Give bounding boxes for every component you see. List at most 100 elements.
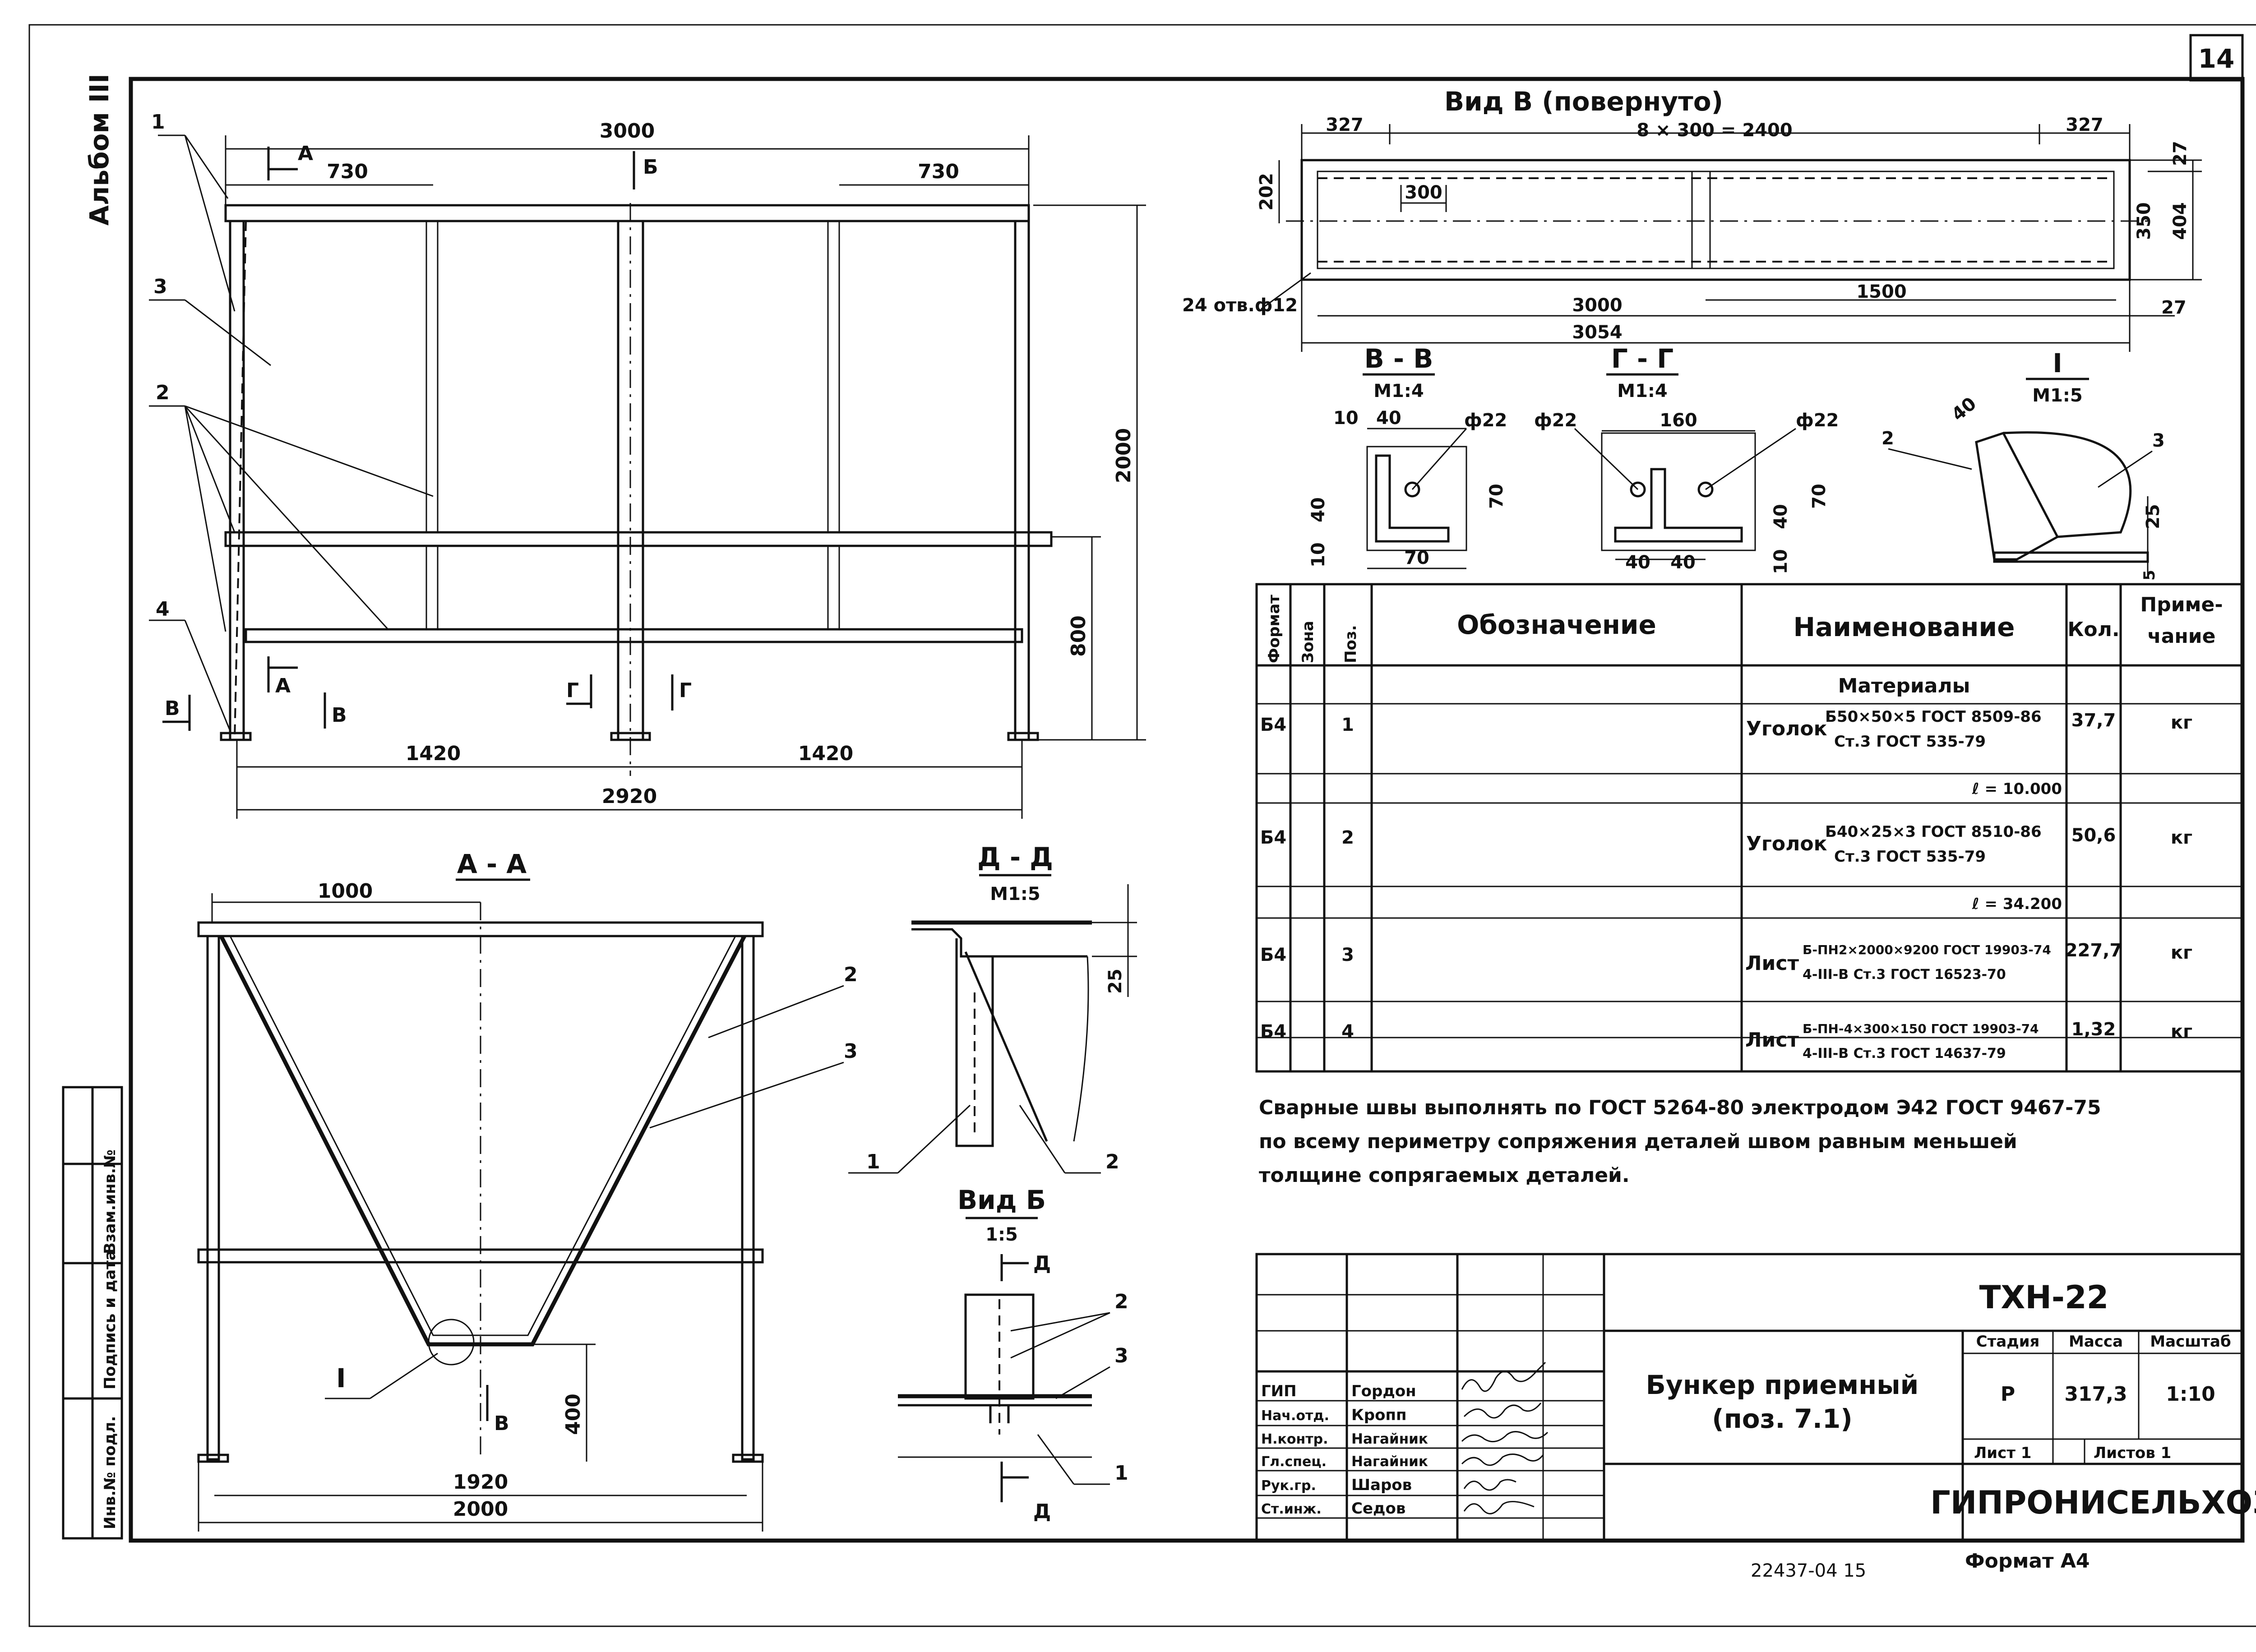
row3-pos: 3 <box>1341 945 1354 965</box>
view-b-dim-2400: 8 × 300 = 2400 <box>1637 120 1792 141</box>
section-gg-dim-40v: 40 <box>1771 504 1791 529</box>
section-bb-scale: М1:4 <box>1373 381 1424 401</box>
section-bb-dim-70v: 70 <box>1486 484 1507 509</box>
section-bb-dim-10: 10 <box>1333 408 1359 429</box>
row3-name-bottom: 4-III-В Ст.3 ГОСТ 16523-70 <box>1803 967 2006 983</box>
section-dd-pos-2: 2 <box>1105 1150 1119 1173</box>
dim-2000-height: 2000 <box>1112 428 1135 483</box>
row3-qty: 227,7 <box>2065 940 2122 961</box>
view-b-dim-3000: 3000 <box>1572 295 1622 316</box>
dim-3000-top: 3000 <box>600 120 655 143</box>
view-b2-scale: 1:5 <box>985 1224 1018 1245</box>
section-bb: В - В М1:4 10 40 ф22 70 40 10 70 <box>1308 343 1507 569</box>
view-b-detail: Вид Б 1:5 Д 2 3 1 Д <box>898 1185 1128 1523</box>
role-st-inzh: Ст.инж. <box>1261 1501 1322 1517</box>
detail-i-title: I <box>2053 348 2062 378</box>
row1-name-bottom: Ст.3 ГОСТ 535-79 <box>1834 733 1986 751</box>
section-gg-phi-right: ф22 <box>1796 410 1839 431</box>
dim-1420-left: 1420 <box>406 742 461 765</box>
role-n-kontr: Н.контр. <box>1261 1431 1328 1447</box>
specification-table: Формат Зона Поз. Обозначение Наименовани… <box>1255 583 2244 1073</box>
view-b2-pos-1: 1 <box>1114 1462 1128 1485</box>
side-stamp-sign: Подпись и дата <box>101 1250 119 1389</box>
row1-note: кг <box>2171 712 2192 733</box>
section-gg-title: Г - Г <box>1611 343 1674 374</box>
section-aa-dim-2000: 2000 <box>453 1498 508 1521</box>
row4-note: кг <box>2171 1021 2192 1042</box>
tb-stage-label: Стадия <box>1976 1333 2040 1351</box>
section-bb-phi22: ф22 <box>1464 410 1507 431</box>
name-n-kontr: Нагайник <box>1351 1431 1428 1447</box>
position-2: 2 <box>156 381 170 404</box>
section-bb-dim-10v: 10 <box>1308 542 1329 568</box>
view-b-dim-27-bottom: 27 <box>2161 297 2187 318</box>
view-b2-pos-2: 2 <box>1114 1290 1128 1313</box>
row2-pos: 2 <box>1341 827 1354 848</box>
section-gg-dim-40b: 40 <box>1670 552 1696 573</box>
section-mark-v-right: В <box>332 704 347 727</box>
row2-name-main: Уголок <box>1746 832 1827 855</box>
role-gip: ГИП <box>1261 1382 1297 1400</box>
section-gg: Г - Г М1:4 ф22 160 ф22 70 40 10 40 40 <box>1534 343 1839 574</box>
section-aa-pos-3: 3 <box>844 1040 858 1063</box>
row1-name-top: Б50×50×5 ГОСТ 8509-86 <box>1825 708 2042 726</box>
detail-i-pos-3: 3 <box>2152 430 2165 451</box>
name-nach-otd: Кропп <box>1351 1406 1406 1424</box>
row1-name-main: Уголок <box>1746 717 1827 740</box>
title-code: ТХН-22 <box>1979 1279 2109 1316</box>
row2-name-bottom: Ст.3 ГОСТ 535-79 <box>1834 848 1986 866</box>
name-gip: Гордон <box>1351 1382 1416 1400</box>
section-dd-title: Д - Д <box>977 842 1053 872</box>
section-aa-mark-i: I <box>336 1363 346 1394</box>
side-stamp: Инв.№ подл. Подпись и дата Взам.инв.№ <box>62 1086 123 1540</box>
section-aa-title: А - А <box>457 849 527 879</box>
row1-length: ℓ = 10.000 <box>1972 780 2062 798</box>
detail-i-scale: М1:5 <box>2032 385 2082 406</box>
tb-mass-label: Масса <box>2069 1333 2123 1351</box>
th-name: Наименование <box>1794 612 2015 642</box>
section-bb-dim-40: 40 <box>1376 408 1401 429</box>
section-mark-v-left: В <box>165 697 180 720</box>
th-zone: Зона <box>1299 621 1317 663</box>
detail-i-pos-2: 2 <box>1882 428 1894 449</box>
title-line-1: Бункер приемный <box>1646 1370 1919 1400</box>
section-dd: Д - Д М1:5 25 1 2 <box>848 842 1137 1174</box>
name-ruk-gr: Шаров <box>1351 1476 1412 1494</box>
section-mark-g-right: Г <box>679 679 692 702</box>
row3-name-main: Лист <box>1745 952 1799 975</box>
view-b-dim-327-right: 327 <box>2066 115 2103 135</box>
handwritten-signatures <box>1461 1361 1549 1514</box>
sheet-number: 14 <box>2198 43 2235 74</box>
section-mark-b-top: Б <box>643 156 658 179</box>
section-bb-title: В - В <box>1364 343 1433 374</box>
position-4: 4 <box>156 598 170 621</box>
view-b-dim-300: 300 <box>1405 182 1442 203</box>
side-stamp-inv: Инв.№ подл. <box>101 1416 119 1529</box>
main-front-view: 3000 730 730 2000 800 1420 1420 2920 А Б… <box>149 111 1146 819</box>
section-gg-dim-160: 160 <box>1660 410 1697 431</box>
row4-name-top: Б-ПН-4×300×150 ГОСТ 19903-74 <box>1803 1021 2039 1036</box>
format-label: Формат А4 <box>1965 1550 2090 1573</box>
tb-sheet: Лист 1 <box>1974 1444 2031 1462</box>
section-mark-a-top: А <box>298 142 313 165</box>
th-qty: Кол. <box>2067 618 2119 641</box>
view-b-dim-202: 202 <box>1256 173 1277 211</box>
row1-pos: 1 <box>1341 715 1354 735</box>
note-line-3: толщине сопрягаемых деталей. <box>1259 1164 1630 1187</box>
role-ruk-gr: Рук.гр. <box>1261 1478 1316 1494</box>
row2-name-top: Б40×25×3 ГОСТ 8510-86 <box>1825 823 2042 841</box>
th-pos: Поз. <box>1342 625 1360 664</box>
view-b-dim-350: 350 <box>2134 202 2154 240</box>
section-gg-dim-70: 70 <box>1809 484 1830 509</box>
th-note-1: Приме- <box>2140 593 2223 616</box>
row4-name-main: Лист <box>1745 1029 1799 1052</box>
section-mark-a-bottom: А <box>275 674 291 697</box>
detail-i: I М1:5 2 40 3 25 5 <box>1882 348 2165 581</box>
section-dd-pos-1: 1 <box>866 1150 880 1173</box>
view-b-holes: 24 отв.ф12 <box>1182 295 1298 316</box>
tb-mass: 317,3 <box>2064 1383 2127 1406</box>
role-gl-spec: Гл.спец. <box>1261 1454 1327 1470</box>
section-mark-g-left: Г <box>566 679 579 702</box>
row4-format: Б4 <box>1260 1021 1286 1042</box>
